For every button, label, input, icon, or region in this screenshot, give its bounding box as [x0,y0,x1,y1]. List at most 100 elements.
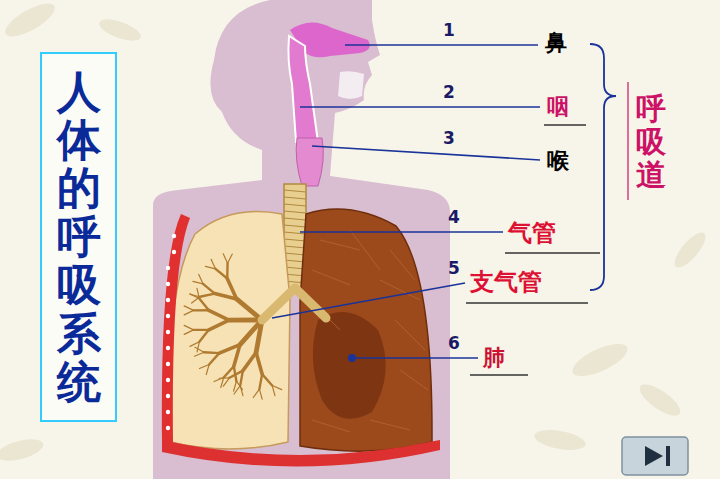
bronchiole [253,389,259,397]
bronchiole [272,386,275,396]
group-name: 呼吸道 [636,92,666,191]
bronchiole [229,318,262,323]
bronchiole [256,352,262,374]
trachea-ring [284,239,306,241]
nav-button [622,437,688,475]
pharynx [288,36,318,142]
leaf [533,427,587,454]
leader-line [300,231,503,233]
lung-crack [390,250,415,280]
lung-crack [312,270,350,285]
pleura-dot [166,298,170,302]
pleura-dot [166,426,170,430]
pleura-dot [166,314,170,318]
bronchiole [197,288,199,298]
bronchiole [262,374,272,385]
bracket [590,44,616,290]
trachea-ring [284,218,306,220]
lung-crack [370,420,410,430]
mouth [338,71,364,99]
part-name: 支气管 [470,268,542,297]
bronchiole [229,371,242,378]
bronchiole [234,386,240,394]
part-name: 喉 [547,148,569,174]
pleura-dot [166,410,170,414]
bronchiole [195,347,204,352]
pleura-dot [166,266,170,270]
bronchiole [184,310,193,315]
pleura-dot [172,234,176,238]
lung-shade [313,312,386,419]
lung-crack [400,370,428,390]
bronchiole [234,381,237,391]
callout-number: 5 [448,258,460,278]
bronchiole [200,365,210,369]
title: 人体的呼吸系统 [57,68,101,407]
underline [470,374,528,376]
bronchiole [226,263,229,278]
leader-line [300,106,540,108]
trachea-ring [284,197,306,199]
bronchiole [184,306,193,310]
callout-number: 4 [448,207,460,227]
end-bar [666,446,670,466]
bronchiole [209,353,219,364]
bronchiole [200,294,215,297]
pleura-dot [172,250,176,254]
leaf [670,228,711,272]
larynx [296,138,323,186]
trachea-ring [284,211,306,213]
bronchiole [184,330,193,335]
bronchiole [203,284,215,294]
bronchiole [243,352,256,370]
bronchiole [228,254,233,263]
diaphragm [162,440,440,467]
bronchiole [256,320,262,352]
trachea-ring [284,190,306,192]
left-lung [169,212,290,450]
play-icon [645,446,663,466]
bronchiole [227,279,236,299]
lung-texture [310,230,428,432]
callout-number: 3 [443,128,455,148]
trachea-ring [284,225,306,227]
bronchiole [219,345,240,354]
part-name: 肺 [483,345,505,371]
underline [544,124,586,126]
pleura-dot [166,282,170,286]
bronchiole [194,352,204,356]
right-lung [300,209,432,451]
main-bronchi [262,288,326,320]
trachea-ring [284,204,306,206]
lung-crack [320,240,360,250]
leader-dot [348,354,356,362]
bronchiole [259,389,262,399]
bronchiole [237,299,262,320]
lung-crack [312,420,350,432]
lung-crack [350,230,380,270]
bronchiole [199,330,208,342]
bronchiole [259,374,262,389]
bronchiole [204,351,219,354]
underline [505,252,600,254]
body-silhouette [153,0,450,479]
title-box: 人体的呼吸系统 [40,52,117,422]
bronchiole [209,320,229,330]
bronchiole [190,342,199,347]
bronchiole [223,378,229,386]
leader-line [312,146,540,160]
bronchiole [194,309,209,311]
callout-number: 2 [443,82,455,102]
leaf [635,379,685,421]
pleura-dot [166,394,170,398]
pleura-dot [166,362,170,366]
bronchiole [219,377,229,379]
underline [466,302,588,304]
leaf [0,435,46,465]
leader-line [352,357,478,359]
bronchiole [199,274,203,283]
bronchiole [223,254,227,263]
leaf [97,15,144,45]
bronchiole [194,329,209,331]
